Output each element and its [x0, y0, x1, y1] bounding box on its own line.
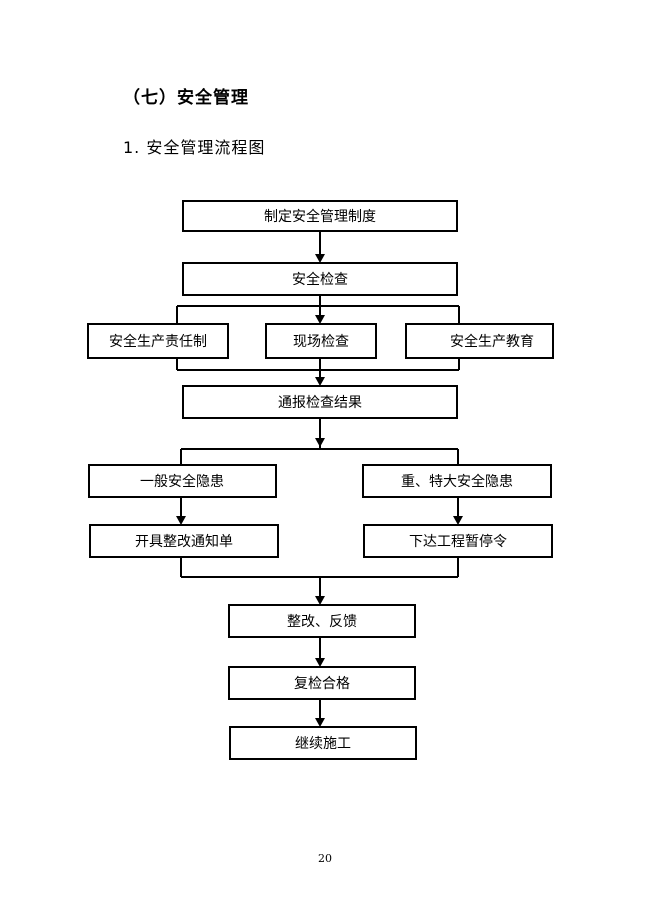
- flow-connectors: [176, 231, 463, 727]
- box-general-hazard-label: 一般安全隐患: [140, 473, 224, 490]
- box-site-check-label: 现场检查: [293, 334, 349, 350]
- box-rectify-notice: 开具整改通知单: [89, 524, 279, 558]
- box-feedback-label: 整改、反馈: [287, 614, 357, 630]
- box-policy: 制定安全管理制度: [182, 200, 458, 232]
- box-major-hazard-label: 重、特大安全隐患: [401, 473, 513, 490]
- box-site-check: 现场检查: [265, 323, 377, 359]
- box-education: 安全生产教育: [405, 323, 554, 359]
- page-number: 20: [318, 852, 332, 865]
- box-education-label: 安全生产教育: [450, 333, 534, 350]
- box-inspection-label: 安全检查: [292, 271, 348, 288]
- box-major-hazard: 重、特大安全隐患: [362, 464, 552, 498]
- box-continue-label: 继续施工: [295, 735, 351, 752]
- box-responsibility-label: 安全生产责任制: [109, 333, 207, 350]
- box-report-label: 通报检查结果: [278, 395, 362, 411]
- box-recheck-label: 复检合格: [294, 675, 350, 692]
- box-policy-label: 制定安全管理制度: [264, 208, 376, 225]
- box-report: 通报检查结果: [182, 385, 458, 419]
- box-responsibility: 安全生产责任制: [87, 323, 229, 359]
- box-stop-order: 下达工程暂停令: [363, 524, 553, 558]
- box-general-hazard: 一般安全隐患: [88, 464, 277, 498]
- box-feedback: 整改、反馈: [228, 604, 416, 638]
- box-rectify-notice-label: 开具整改通知单: [135, 533, 233, 550]
- box-continue: 继续施工: [229, 726, 417, 760]
- section-heading: （七）安全管理: [123, 88, 249, 108]
- box-inspection: 安全检查: [182, 262, 458, 296]
- box-stop-order-label: 下达工程暂停令: [409, 533, 507, 550]
- flowchart-title: 1. 安全管理流程图: [123, 138, 266, 157]
- box-recheck: 复检合格: [228, 666, 416, 700]
